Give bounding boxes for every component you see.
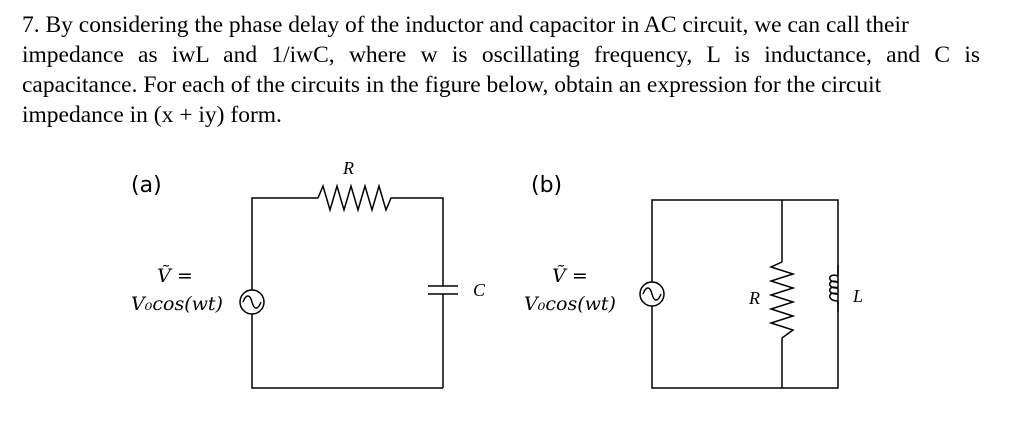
problem-line-2: impedance as iwL and 1/iwC, where w is o… — [22, 42, 980, 68]
circuit-b-resistor — [768, 261, 796, 339]
problem-line-3: capacitance. For each of the circuits in… — [22, 72, 882, 98]
problem-statement: 7. By considering the phase delay of the… — [22, 10, 980, 130]
circuit-a-label: (a) — [131, 173, 162, 198]
circuit-a-capacitor-label: C — [473, 280, 486, 300]
circuit-b-resistor-label: R — [748, 288, 760, 308]
circuit-b-inductor-label: L — [852, 286, 863, 306]
circuit-a-resistor — [317, 183, 395, 213]
circuit-a-source-line1: Ṽ = — [157, 265, 193, 287]
circuit-a-source-line2: V₀cos(wt) — [131, 293, 223, 315]
circuit-a-wires — [251, 197, 444, 389]
problem-line-4: impedance in (x + iy) form. — [22, 102, 282, 128]
circuit-b-label: (b) — [531, 173, 562, 198]
circuit-b-ac-source — [639, 281, 665, 307]
circuit-b-source-line2: V₀cos(wt) — [524, 293, 616, 315]
circuit-b-wires — [651, 199, 839, 389]
circuit-a-resistor-label: R — [342, 158, 354, 178]
circuit-b-source-line1: Ṽ = — [552, 265, 588, 287]
circuit-b-inductor — [829, 274, 839, 302]
circuit-a-capacitor — [428, 285, 458, 295]
circuit-a-ac-source — [239, 289, 265, 315]
problem-line-1: 7. By considering the phase delay of the… — [22, 12, 909, 38]
